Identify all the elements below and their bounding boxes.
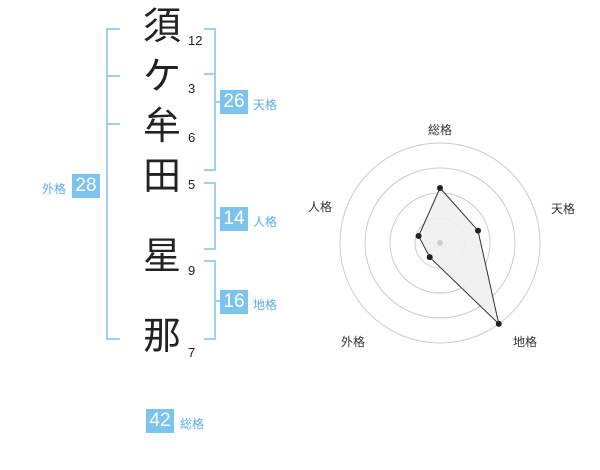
name-char-2: ケ xyxy=(142,54,181,98)
tenkaku-label: 天格 xyxy=(253,98,278,112)
radar-point xyxy=(437,185,443,191)
stroke-count-4: 5 xyxy=(188,177,196,192)
stroke-count-3: 6 xyxy=(188,130,196,145)
jinkaku-value: 14 xyxy=(220,207,248,231)
soukaku-label: 総格 xyxy=(180,417,205,431)
radar-ring xyxy=(339,142,541,344)
stroke-count-5: 9 xyxy=(188,263,196,278)
radar-axis-tenkaku: 天格 xyxy=(551,201,575,216)
chikaku-label: 地格 xyxy=(253,298,278,312)
radar-axis-chikaku: 地格 xyxy=(513,334,537,349)
radar-point xyxy=(415,233,422,240)
fortune-radar-chart: 総格 天格 地格 外格 人格 xyxy=(308,122,575,349)
stroke-count-1: 12 xyxy=(188,33,203,48)
stroke-count-6: 7 xyxy=(188,345,196,360)
tenkaku-value: 26 xyxy=(220,90,248,114)
soukaku-value: 42 xyxy=(146,409,174,433)
name-char-3: 牟 xyxy=(142,104,181,148)
chikaku-value: 16 xyxy=(220,290,248,314)
name-char-5: 星 xyxy=(142,234,181,278)
jinkaku-label: 人格 xyxy=(253,215,278,229)
radar-polygon xyxy=(418,187,500,326)
name-char-6: 那 xyxy=(142,314,181,358)
radar-point xyxy=(426,254,433,261)
radar-center-dot xyxy=(437,240,443,246)
radar-axis-soukaku: 総格 xyxy=(428,122,452,137)
gaikaku-value: 28 xyxy=(72,174,100,198)
radar-axis-jinkaku: 人格 xyxy=(308,199,332,214)
radar-axis-gaikaku: 外格 xyxy=(341,334,365,349)
gaikaku-label: 外格 xyxy=(42,182,67,196)
radar-point xyxy=(495,320,502,327)
name-char-4: 田 xyxy=(142,154,181,198)
name-char-1: 須 xyxy=(142,4,181,48)
radar-ring xyxy=(364,167,516,319)
radar-point xyxy=(475,227,482,234)
stroke-count-2: 3 xyxy=(188,81,196,96)
